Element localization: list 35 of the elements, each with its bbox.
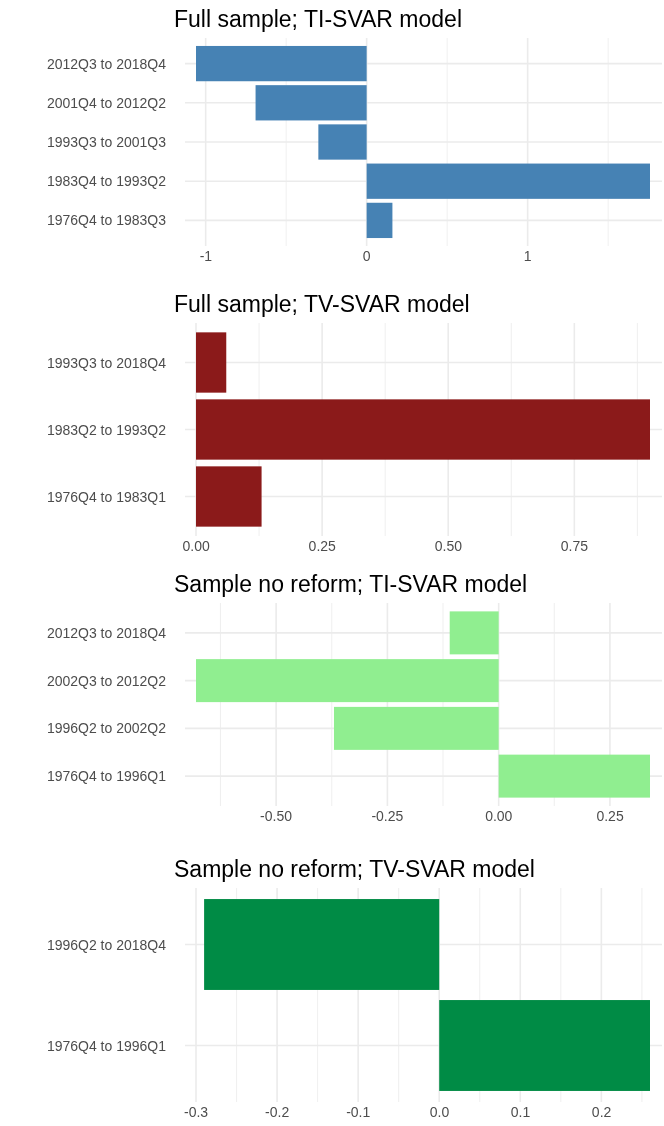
axis-tick-label: 0.50	[434, 538, 462, 554]
axis-category-label: 1976Q4 to 1983Q1	[46, 488, 166, 505]
axis-category-label: 2012Q3 to 2018Q4	[46, 55, 166, 72]
axis-tick-label: -0.50	[260, 808, 293, 824]
axis-tick-label: 0	[362, 248, 371, 264]
axis-category-label: 1983Q4 to 1993Q2	[46, 173, 166, 190]
axis-tick-label: 0.25	[308, 538, 336, 554]
axis-category-label: 2001Q4 to 2012Q2	[46, 94, 166, 111]
chart-title: Full sample; TI-SVAR model	[174, 6, 463, 33]
axis-tick-label: -0.25	[371, 808, 404, 824]
axis-tick-label: -0.1	[346, 1104, 371, 1120]
chart-title: Sample no reform; TI-SVAR model	[174, 571, 528, 598]
axis-category-label: 1996Q2 to 2002Q2	[46, 720, 166, 737]
axis-category-label: 1996Q2 to 2018Q4	[46, 936, 166, 953]
axis-category-label: 1993Q3 to 2001Q3	[46, 134, 166, 150]
axis-tick-label: 0.25	[596, 808, 624, 824]
axis-tick-label: 0.1	[510, 1104, 531, 1120]
axis-tick-label: -1	[199, 248, 213, 264]
axis-tick-label: -0.3	[184, 1104, 209, 1120]
axis-category-label: 2002Q3 to 2012Q2	[46, 672, 166, 689]
axis-tick-label: 0.00	[182, 538, 210, 554]
axis-category-label: 1976Q4 to 1996Q1	[46, 768, 166, 785]
axis-tick-label: 0.00	[485, 808, 513, 824]
axis-tick-label: 1	[523, 248, 532, 264]
chart-title: Sample no reform; TV-SVAR model	[174, 856, 535, 883]
axis-tick-label: 0.75	[560, 538, 589, 554]
axis-category-label: 1983Q2 to 1993Q2	[46, 421, 166, 438]
axis-category-label: 1976Q4 to 1996Q1	[46, 1037, 166, 1054]
axis-tick-label: 0.2	[591, 1104, 612, 1120]
axis-category-label: 1976Q4 to 1983Q3	[46, 212, 166, 229]
chart-title: Full sample; TV-SVAR model	[174, 291, 470, 318]
axis-category-label: 2012Q3 to 2018Q4	[46, 624, 166, 641]
axis-tick-label: -0.2	[265, 1104, 290, 1120]
axis-tick-label: 0.0	[429, 1104, 450, 1120]
axis-category-label: 1993Q3 to 2018Q4	[46, 354, 166, 371]
